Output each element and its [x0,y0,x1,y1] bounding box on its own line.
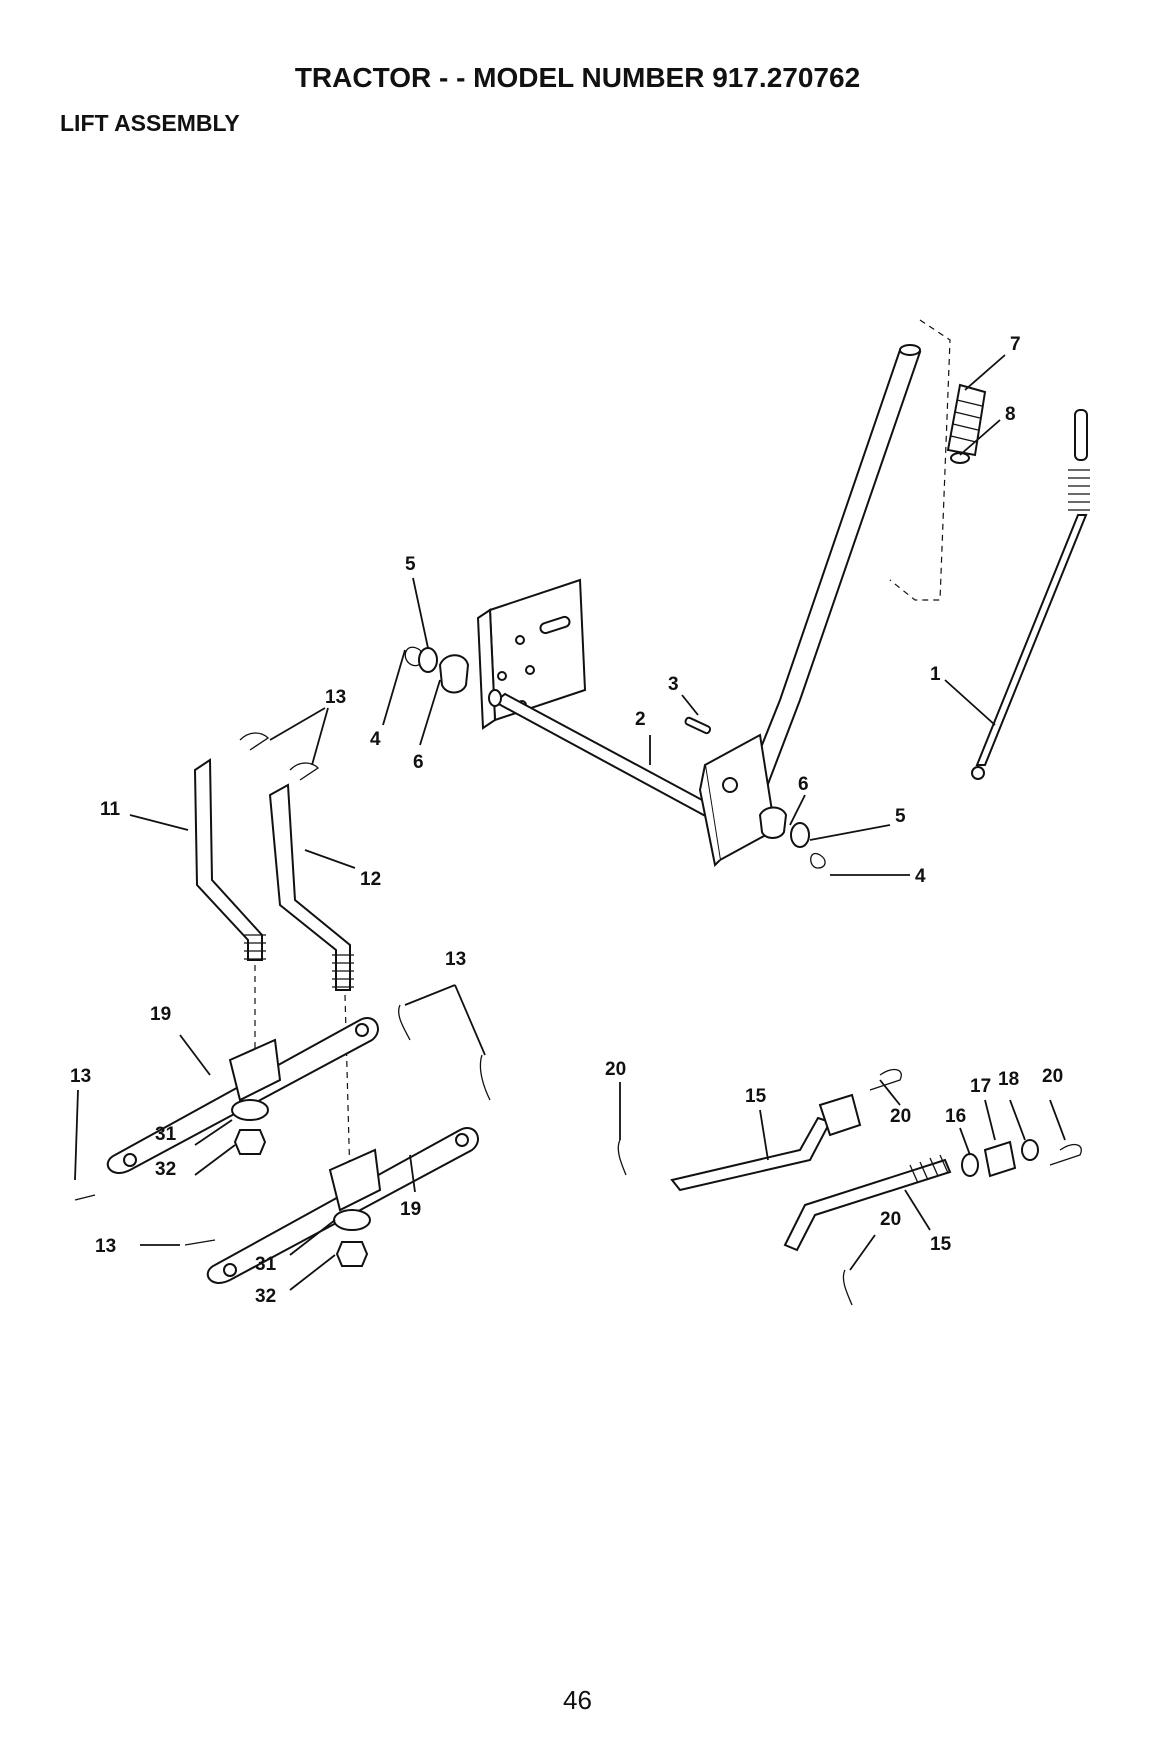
left-shaft-hardware [405,647,468,692]
callout-17: 17 [970,1076,991,1097]
callout-3: 3 [668,674,679,695]
adjust-block [985,1142,1015,1176]
callout-11: 11 [100,799,121,820]
nut [1022,1140,1038,1160]
mower-rod-lower [785,1155,950,1250]
right-shaft-hardware [760,808,825,869]
leader-lines [75,355,1065,1290]
callout-18: 18 [998,1069,1019,1090]
callout-4: 4 [915,866,926,887]
callout-20: 20 [1042,1066,1063,1087]
callout-13: 13 [325,687,346,708]
callout-6: 6 [413,752,424,773]
callout-5: 5 [405,554,416,575]
hairpin-clip [290,763,318,780]
washer [334,1210,370,1230]
lift-link-left [195,760,266,960]
callout-6: 6 [798,774,809,795]
shaft-bracket [700,735,775,865]
washer [232,1100,268,1120]
callout-13: 13 [95,1236,116,1257]
callout-20: 20 [880,1209,901,1230]
lift-handle [740,320,950,805]
callout-5: 5 [895,806,906,827]
handle-grip [948,385,985,463]
callout-20: 20 [890,1106,911,1127]
lift-link-right [270,785,354,990]
spring-pin [685,717,712,734]
callout-15: 15 [930,1234,952,1255]
callout-31: 31 [155,1124,177,1145]
washer [962,1154,978,1176]
callout-20: 20 [605,1059,626,1080]
callout-7: 7 [1010,334,1021,355]
callout-16: 16 [945,1106,966,1127]
callout-labels: 7 8 1 2 3 5 4 6 6 5 4 13 11 12 13 19 13 … [70,334,1063,1307]
callout-1: 1 [930,664,941,685]
lift-rod [972,410,1090,779]
callout-32: 32 [155,1159,176,1180]
callout-4: 4 [370,729,381,750]
hairpin-clip [240,733,268,750]
callout-19: 19 [400,1199,421,1220]
nut [235,1130,265,1154]
callout-2: 2 [635,709,646,730]
callout-19: 19 [150,1004,171,1025]
callout-31: 31 [255,1254,277,1275]
callout-8: 8 [1005,404,1016,425]
nut [337,1242,367,1266]
callout-13: 13 [445,949,466,970]
page-number: 46 [0,1685,1155,1716]
callout-13: 13 [70,1066,91,1087]
callout-12: 12 [360,869,381,890]
callout-32: 32 [255,1286,276,1307]
callout-15: 15 [745,1086,767,1107]
